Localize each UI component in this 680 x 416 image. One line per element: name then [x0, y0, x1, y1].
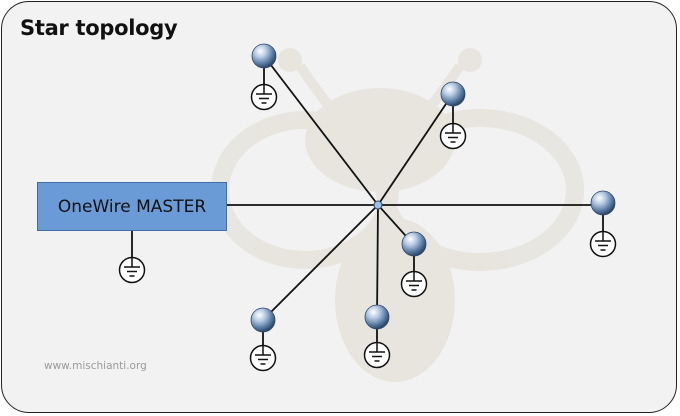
credit-text: www.mischianti.org — [44, 360, 147, 372]
ground-icon — [249, 344, 277, 372]
junction-node — [373, 200, 383, 210]
ground-icon — [363, 341, 391, 369]
ground-icon — [250, 83, 278, 111]
ground-icon — [589, 230, 617, 258]
star-links — [131, 55, 604, 346]
branch-line-top-right — [377, 94, 453, 206]
slave-node-top-right — [440, 81, 466, 107]
ground-icon — [118, 256, 146, 284]
ground-symbols — [118, 83, 617, 372]
branch-line-bottom-left — [262, 204, 379, 321]
onewire-master-box: OneWire MASTER — [37, 182, 227, 231]
slave-node-top-left — [251, 43, 277, 69]
bee-watermark — [211, 48, 584, 382]
slave-node-middle-right — [401, 231, 427, 257]
slave-node-bottom-left — [250, 307, 276, 333]
ground-icon — [439, 122, 467, 150]
ground-icon — [400, 270, 428, 298]
diagram-title: Star topology — [20, 16, 178, 40]
slave-node-right — [590, 190, 616, 216]
branch-line-top-left — [263, 55, 379, 206]
slave-node-bottom — [364, 304, 390, 330]
branch-line-bottom — [376, 204, 379, 319]
slave-nodes — [250, 43, 616, 333]
